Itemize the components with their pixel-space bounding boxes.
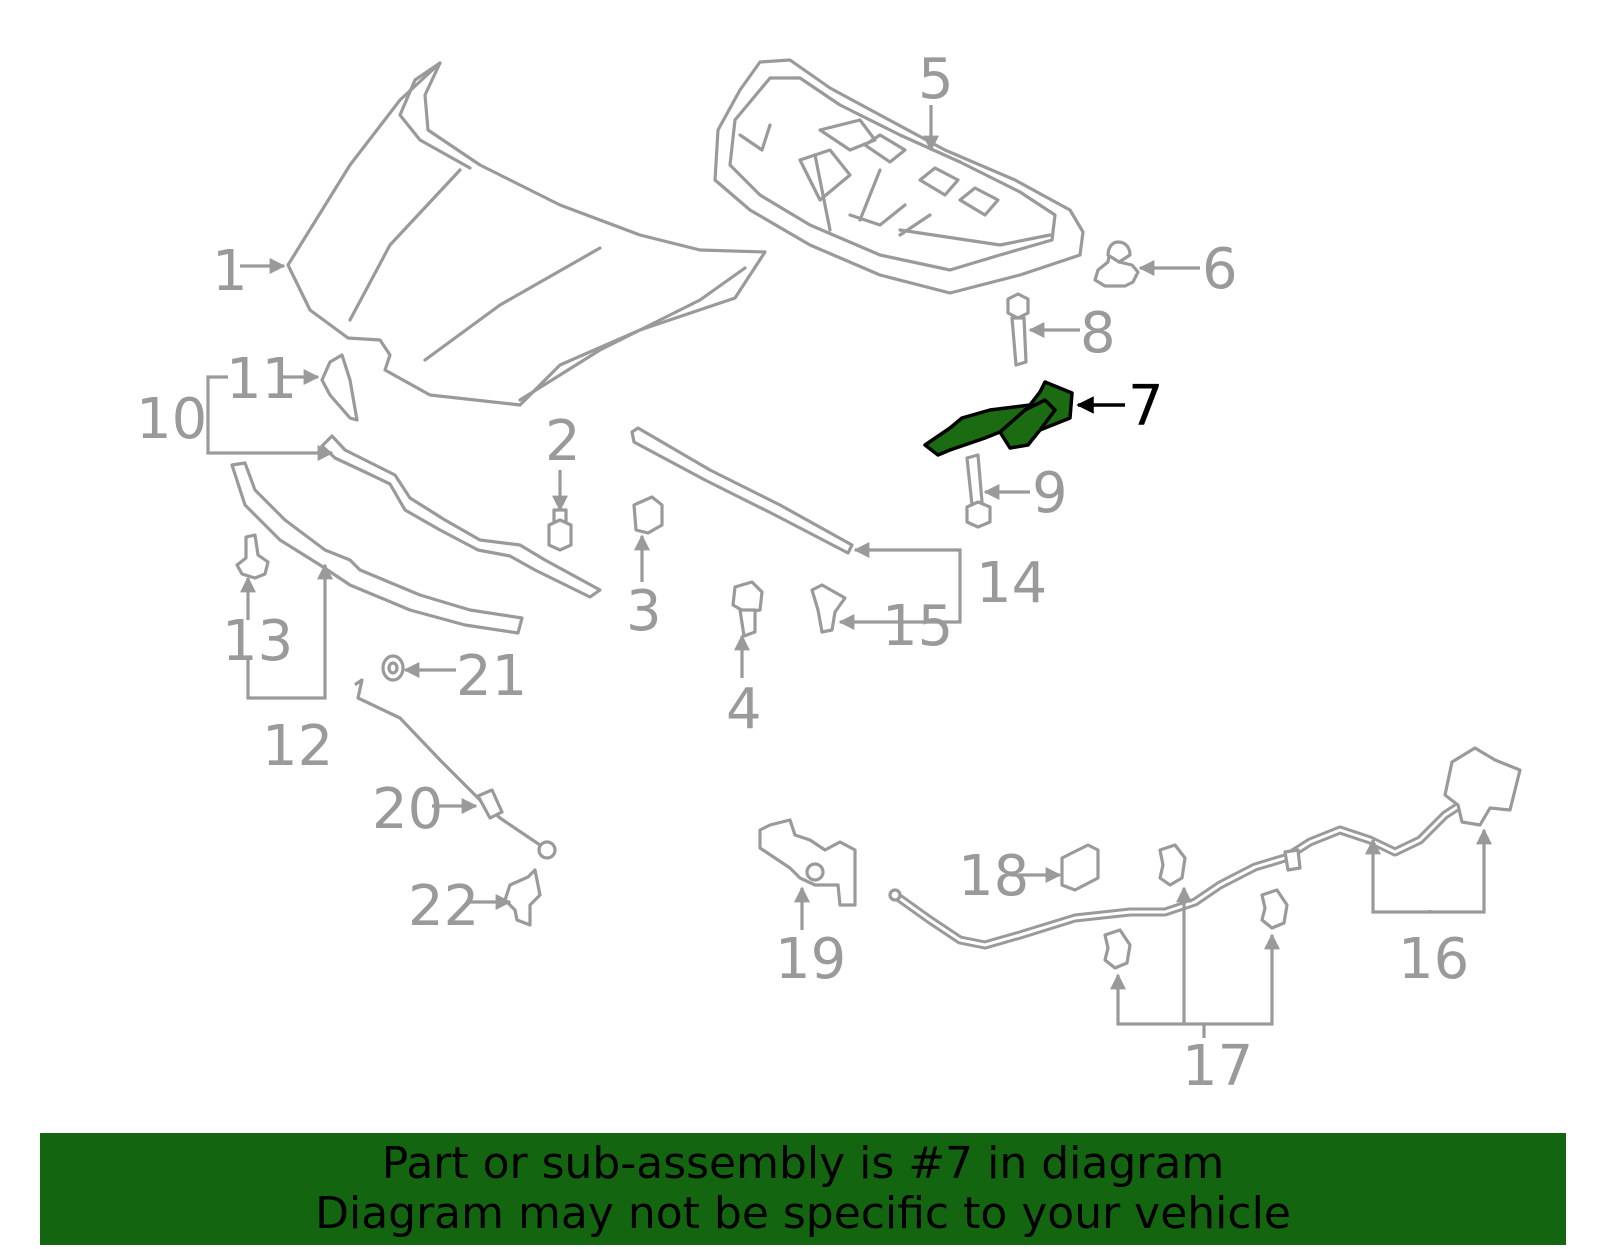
callout-15: 15 [882, 594, 953, 659]
callout-3: 3 [626, 579, 662, 644]
callout-21: 21 [456, 644, 527, 709]
part-9-bolt [965, 453, 992, 529]
part-2-bolt [547, 508, 573, 552]
part-4-bumper [731, 580, 764, 638]
callout-8: 8 [1080, 301, 1116, 366]
part-22-holder [503, 868, 542, 927]
part-19-latch [758, 818, 857, 907]
part-20-prop-rod [354, 678, 557, 860]
banner-line-disclaimer: Diagram may not be specific to your vehi… [315, 1188, 1291, 1239]
part-18-clip [1060, 843, 1100, 892]
callout-14: 14 [976, 551, 1047, 616]
callout-17: 17 [1182, 1034, 1253, 1099]
callout-7: 7 [1128, 374, 1164, 439]
callout-9: 9 [1032, 461, 1068, 526]
hood-panel [286, 61, 767, 407]
callout-16: 16 [1398, 927, 1469, 992]
part-17-clips [1103, 843, 1289, 970]
part-3-clip [632, 495, 664, 535]
callout-18: 18 [958, 844, 1029, 909]
part-16-release-cable [888, 746, 1522, 950]
callout-1: 1 [212, 239, 248, 304]
callout-6: 6 [1202, 237, 1238, 302]
part-8-bolt [1006, 292, 1030, 367]
part-15-clip [810, 583, 847, 634]
callout-10: 10 [136, 387, 207, 452]
hood-insulator [713, 58, 1085, 295]
part-13-clip [235, 533, 270, 580]
callout-2: 2 [545, 409, 581, 474]
callout-5: 5 [918, 47, 954, 112]
info-banner: Part or sub-assembly is #7 in diagram Di… [40, 1133, 1566, 1245]
part-10-seal [320, 434, 602, 599]
part-6-clip [1093, 240, 1140, 288]
callout-13: 13 [222, 609, 293, 674]
callout-4: 4 [726, 677, 762, 742]
part-14-weatherstrip [630, 426, 854, 555]
leader-lines [206, 105, 1492, 1038]
part-7-hood-hinge [923, 380, 1074, 457]
banner-line-part-number: Part or sub-assembly is #7 in diagram [381, 1138, 1225, 1189]
callout-19: 19 [775, 927, 846, 992]
callout-11: 11 [226, 347, 297, 412]
callout-22: 22 [408, 874, 479, 939]
part-21-grommet [381, 654, 405, 682]
callout-12: 12 [262, 714, 333, 779]
part-11-bracket [320, 353, 359, 422]
callout-20: 20 [372, 777, 443, 842]
callout-labels: 1 2 3 4 5 6 7 8 9 10 11 12 13 14 15 16 1… [136, 47, 1469, 1099]
